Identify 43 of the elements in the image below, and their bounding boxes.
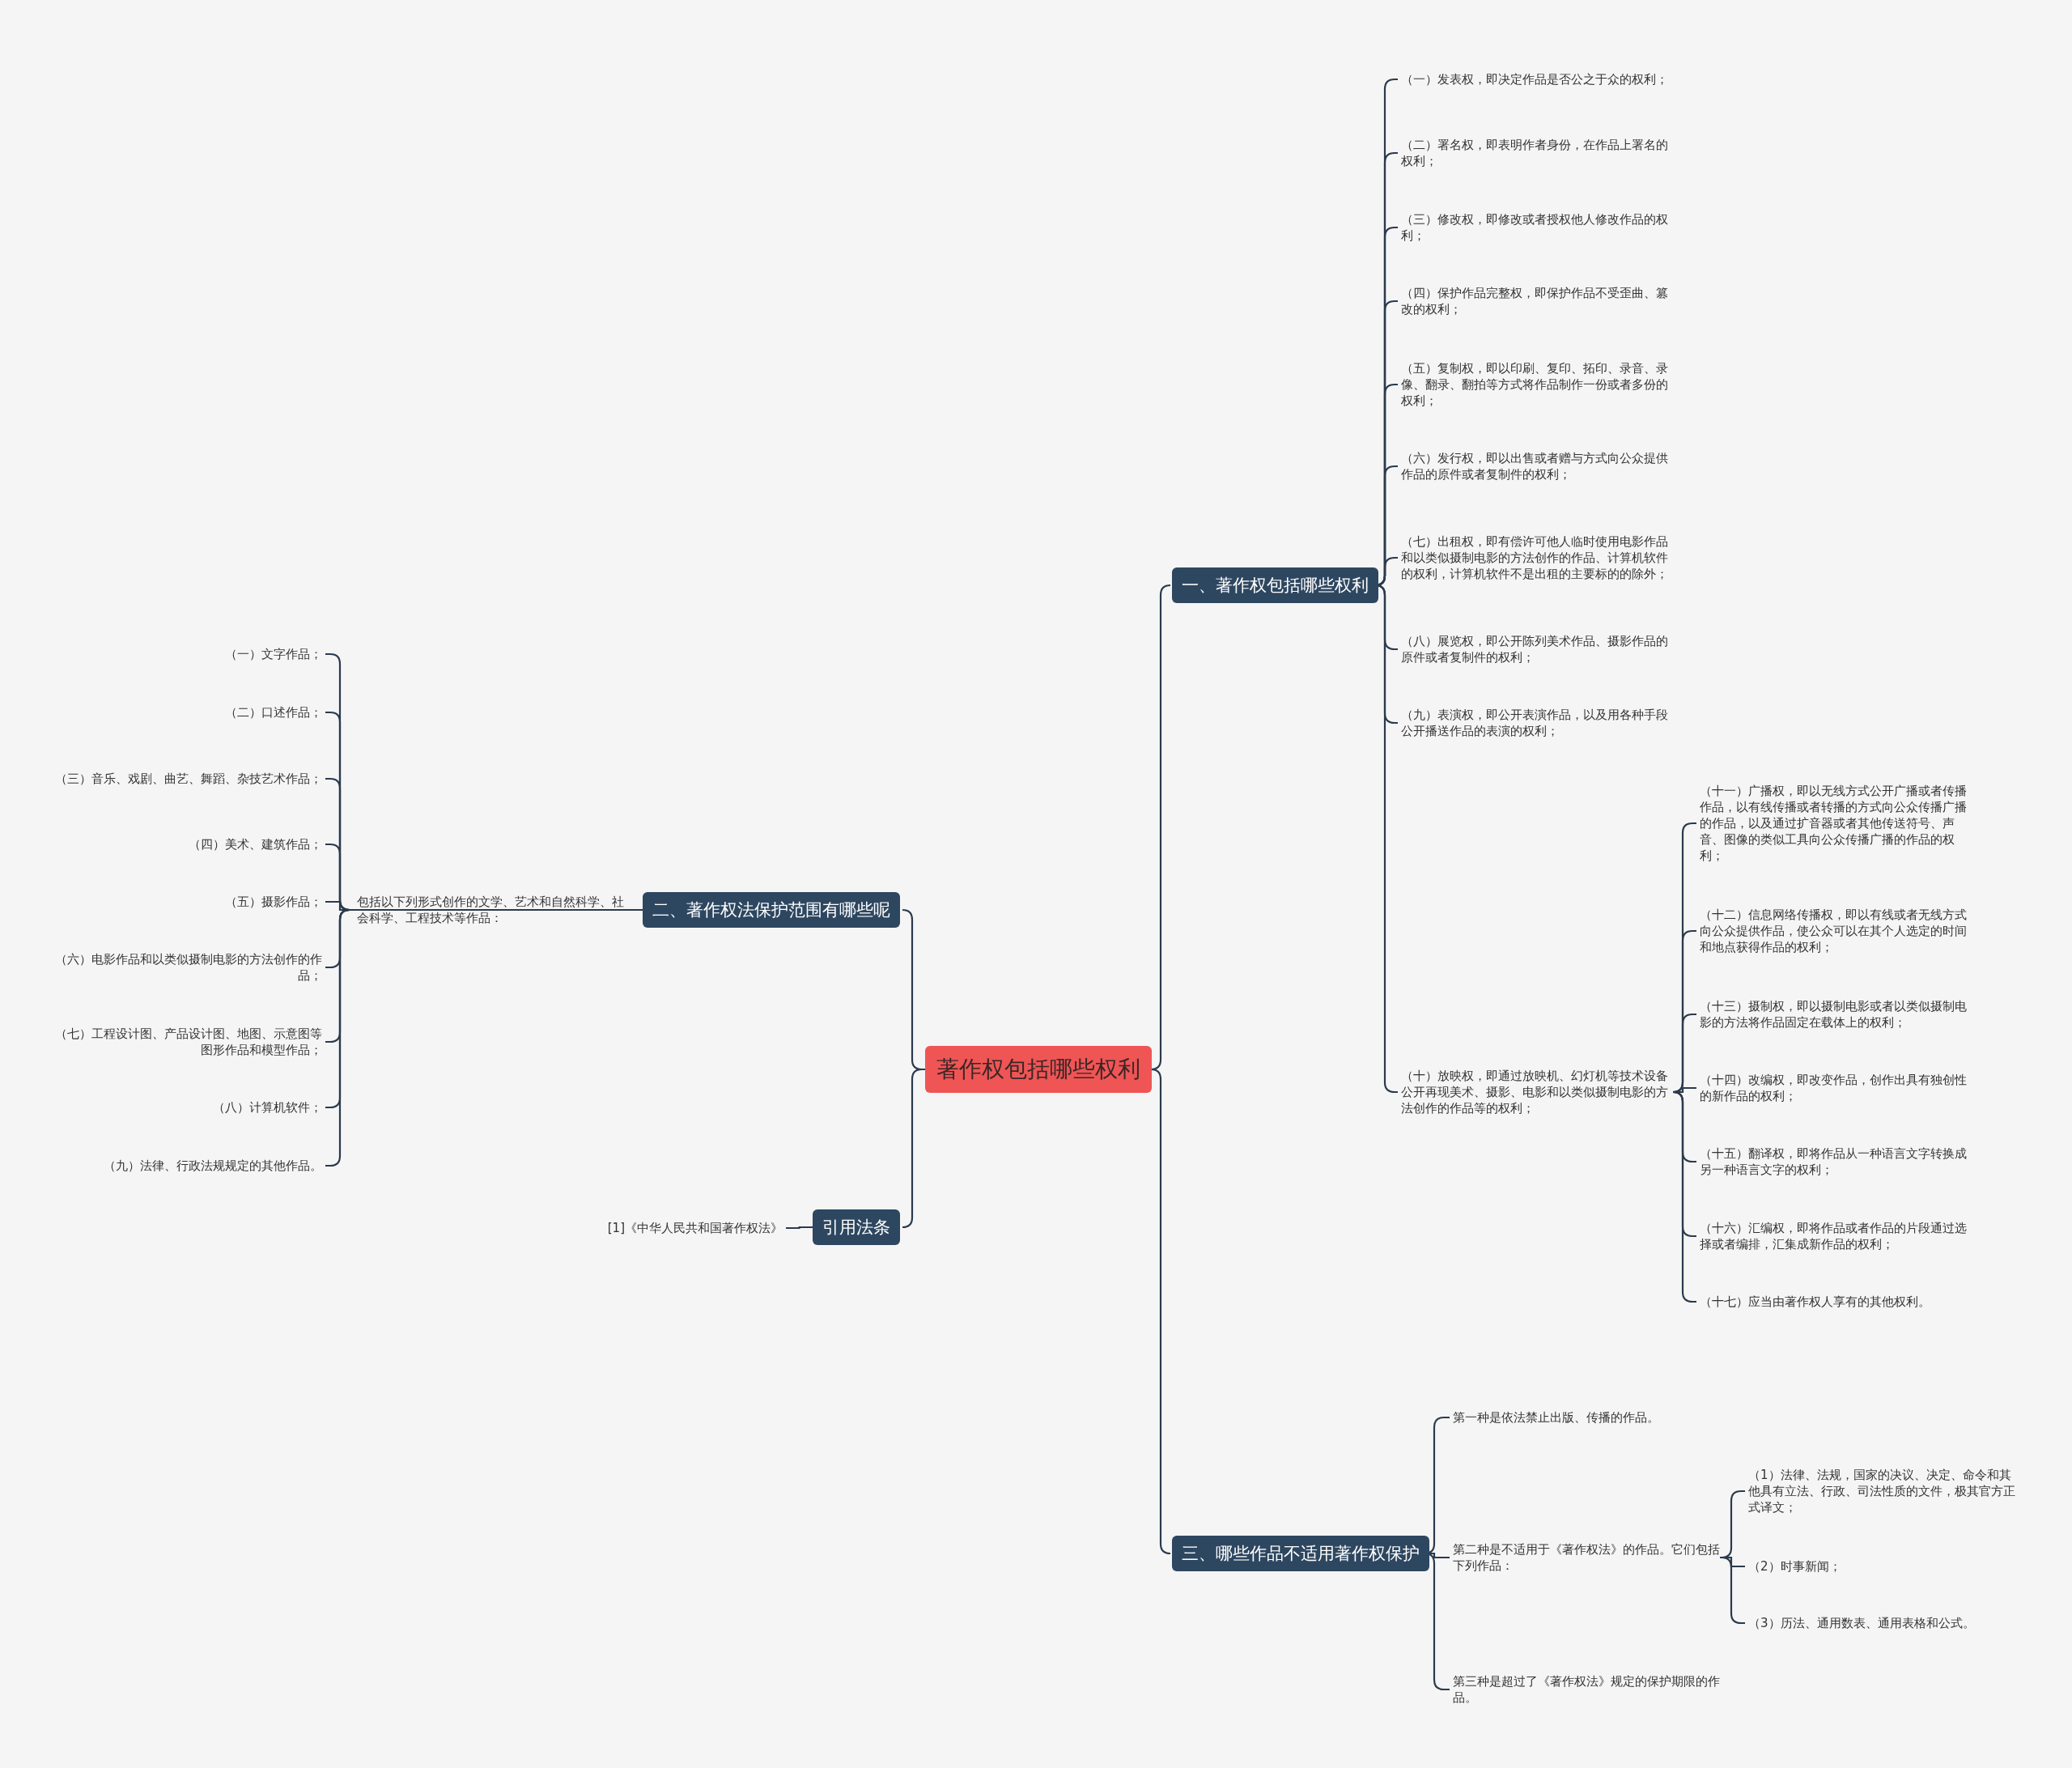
branch-topic: 二、著作权法保护范围有哪些呢 xyxy=(643,892,900,928)
topic-text: （五）摄影作品； xyxy=(55,894,322,910)
topic-text: （九）表演权，即公开表演作品，以及用各种手段公开播送作品的表演的权利； xyxy=(1401,707,1676,739)
topic-text: （2）时事新闻； xyxy=(1748,1558,2019,1575)
topic-text: （3）历法、通用数表、通用表格和公式。 xyxy=(1748,1615,2019,1631)
topic-text: （十）放映权，即通过放映机、幻灯机等技术设备公开再现美术、摄影、电影和以类似摄制电影的方法创作的作品等的权利； xyxy=(1401,1068,1676,1116)
connector xyxy=(1676,1086,1696,1094)
topic-text: （1）法律、法规，国家的决议、决定、命令和其他具有立法、行政、司法性质的文件，极其官方正式译文； xyxy=(1748,1467,2019,1515)
topic-text: （九）法律、行政法规规定的其他作品。 xyxy=(55,1158,322,1174)
topic-text: （一）文字作品； xyxy=(55,646,322,662)
branch-topic: 引用法条 xyxy=(813,1209,900,1245)
topic-text: [1]《中华人民共和国著作权法》 xyxy=(607,1220,783,1236)
connector xyxy=(1671,1090,1696,1303)
branch-topic: 一、著作权包括哪些权利 xyxy=(1172,567,1378,603)
topic-text: （十六）汇编权，即将作品或者作品的片段通过选择或者编排，汇集成新作品的权利； xyxy=(1700,1220,1967,1252)
topic-text: （二）口述作品； xyxy=(55,704,322,720)
topic-text: （七）出租权，即有偿许可他人临时使用电影作品和以类似摄制电影的方法创作的作品、计算机软件的权利，计算机软件不是出租的主要标的的除外； xyxy=(1401,533,1676,582)
connector xyxy=(1429,1552,1450,1559)
topic-text: （四）美术、建筑作品； xyxy=(55,836,322,852)
topic-text: （二）署名权，即表明作者身份，在作品上署名的权利； xyxy=(1401,137,1676,169)
topic-text: （一）发表权，即决定作品是否公之于众的权利； xyxy=(1401,71,1676,87)
central-topic: 著作权包括哪些权利 xyxy=(925,1046,1152,1093)
branch-topic: 三、哪些作品不适用著作权保护 xyxy=(1172,1536,1429,1571)
topic-text: （六）电影作品和以类似摄制电影的方法创作的作品； xyxy=(55,951,322,984)
topic-text: 第二种是不适用于《著作权法》的作品。它们包括下列作品： xyxy=(1453,1541,1720,1574)
topic-text: （十二）信息网络传播权，即以有线或者无线方式向公众提供作品，使公众可以在其个人选定的时间和地点获得作品的权利； xyxy=(1700,907,1967,955)
topic-text: （八）计算机软件； xyxy=(55,1099,322,1116)
topic-text: （五）复制权，即以印刷、复印、拓印、录音、录像、翻录、翻拍等方式将作品制作一份或者多份的权利； xyxy=(1401,360,1676,409)
topic-text: （七）工程设计图、产品设计图、地图、示意图等图形作品和模型作品； xyxy=(55,1026,322,1058)
topic-text: （八）展览权，即公开陈列美术作品、摄影作品的原件或者复制件的权利； xyxy=(1401,633,1676,665)
topic-text: 第一种是依法禁止出版、传播的作品。 xyxy=(1453,1409,1720,1426)
topic-text: （十五）翻译权，即将作品从一种语言文字转换成另一种语言文字的权利； xyxy=(1700,1145,1967,1178)
topic-text: （十一）广播权，即以无线方式公开广播或者传播作品，以有线传播或者转播的方式向公众传播广播的作品，以及通过扩音器或者其他传送符号、声音、图像的类似工具向公众传播广播的作品的权利； xyxy=(1700,783,1967,864)
topic-text: （三）音乐、戏剧、曲艺、舞蹈、杂技艺术作品； xyxy=(55,771,322,787)
topic-text: （三）修改权，即修改或者授权他人修改作品的权利； xyxy=(1401,211,1676,244)
connector xyxy=(786,1226,813,1230)
topic-text: 包括以下列形式创作的文学、艺术和自然科学、社会科学、工程技术等作品： xyxy=(357,894,628,926)
topic-text: （十四）改编权，即改变作品，创作出具有独创性的新作品的权利； xyxy=(1700,1072,1967,1104)
topic-text: （四）保护作品完整权，即保护作品不受歪曲、篡改的权利； xyxy=(1401,285,1676,317)
topic-text: （六）发行权，即以出售或者赠与方式向公众提供作品的原件或者复制件的权利； xyxy=(1401,450,1676,482)
topic-text: 第三种是超过了《著作权法》规定的保护期限的作品。 xyxy=(1453,1673,1720,1706)
topic-text: （十三）摄制权，即以摄制电影或者以类似摄制电影的方法将作品固定在载体上的权利； xyxy=(1700,998,1967,1031)
topic-text: （十七）应当由著作权人享有的其他权利。 xyxy=(1700,1294,1967,1310)
